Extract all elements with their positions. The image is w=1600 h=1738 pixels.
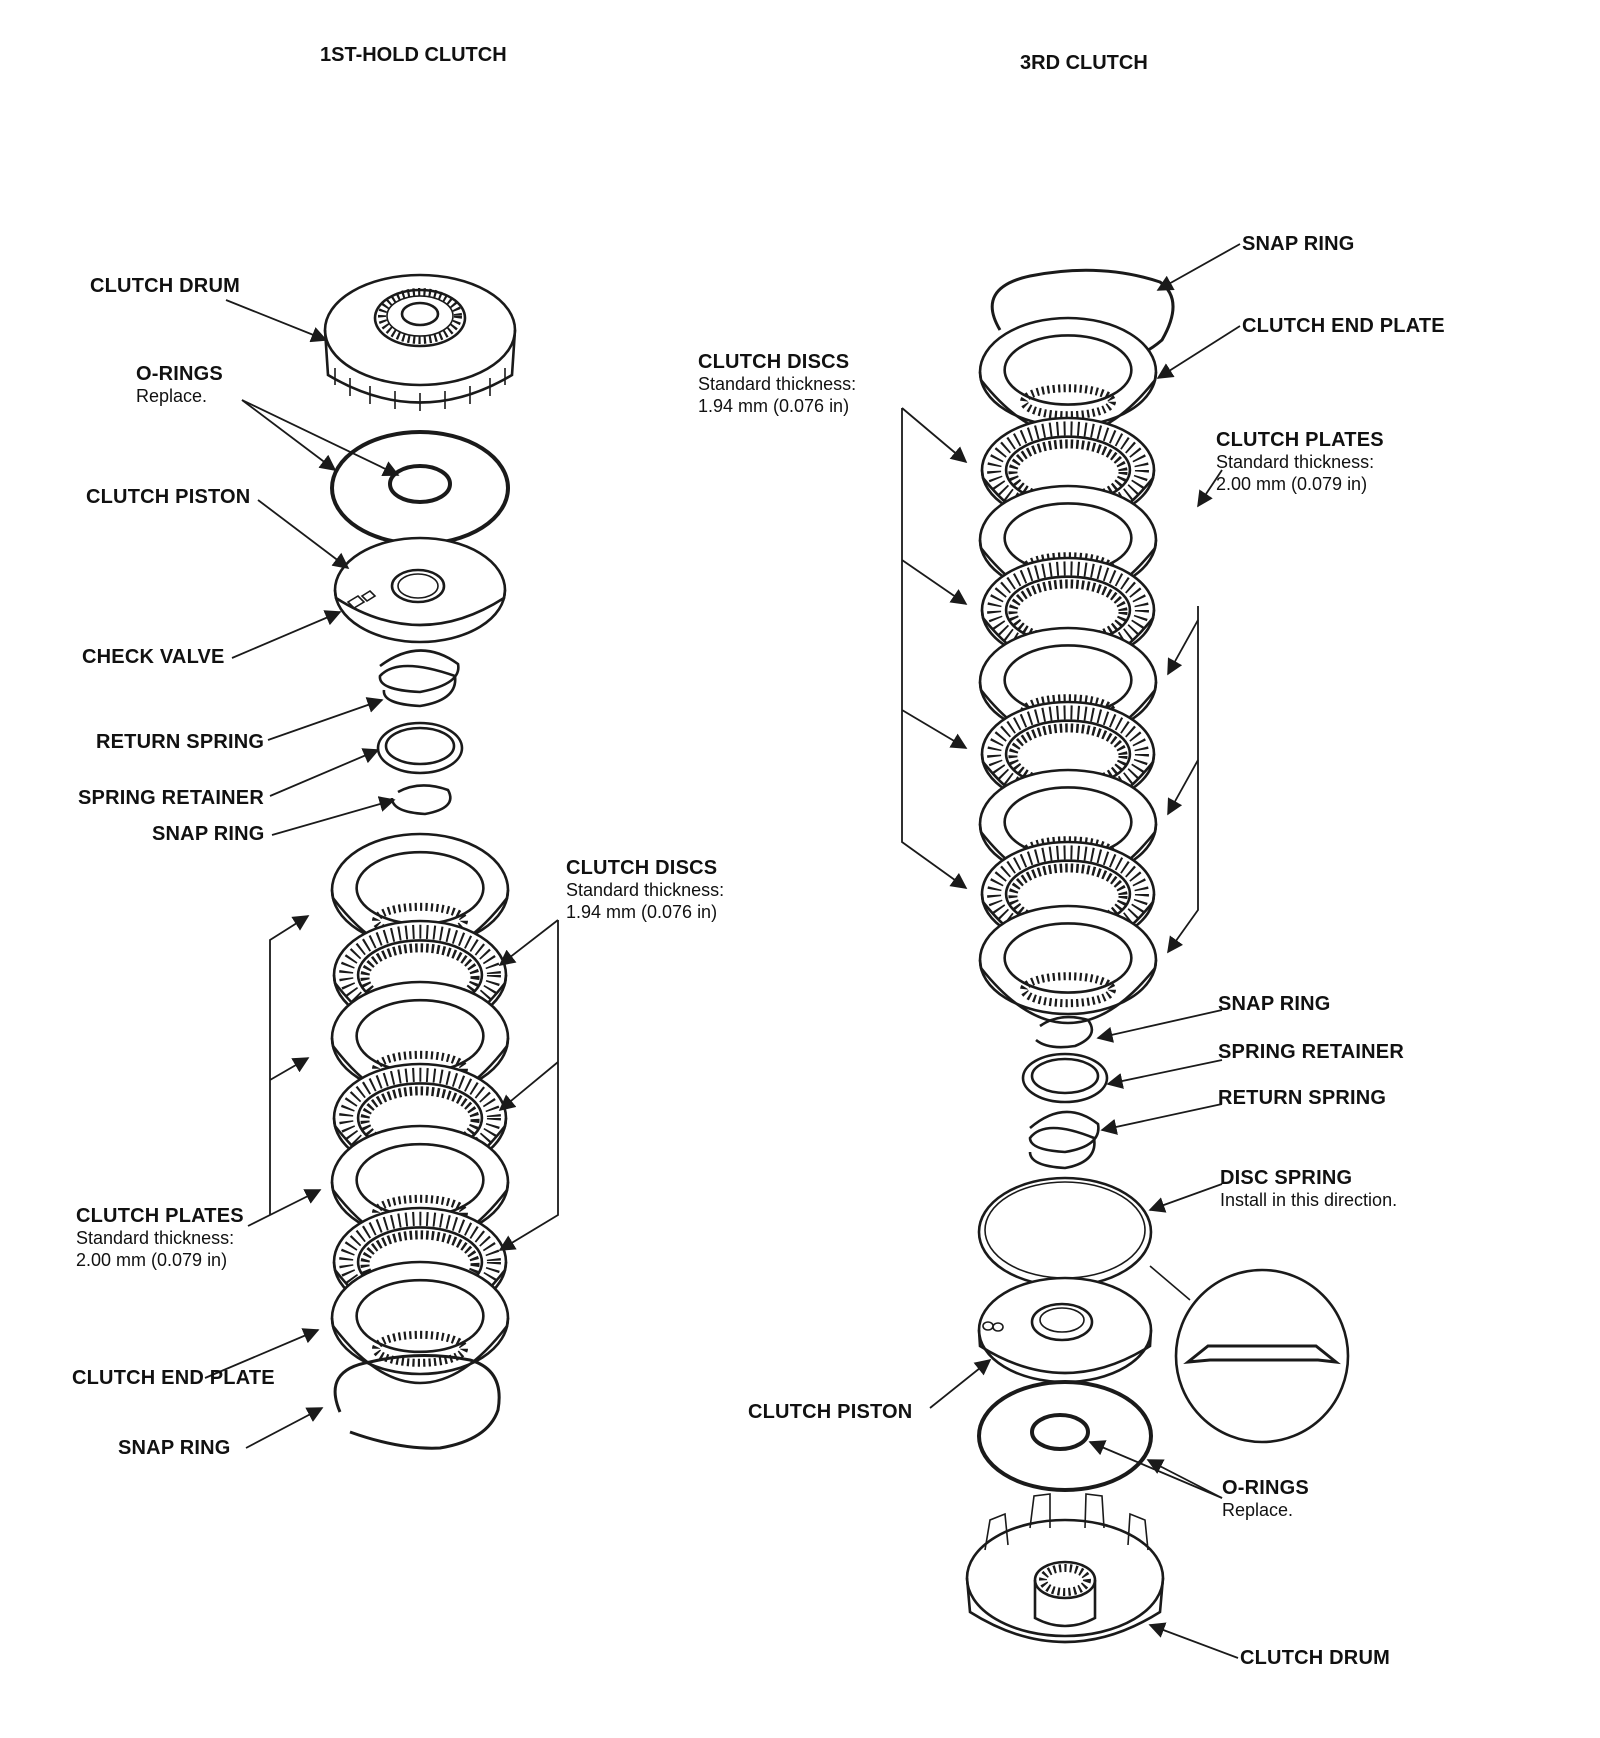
right-clutch-pack (978, 316, 1158, 1025)
left-snap-ring-lower (333, 1353, 501, 1450)
right-label-return-spring: RETURN SPRING (1218, 1087, 1387, 1109)
left-snap-ring-upper (390, 784, 452, 816)
right-clutch-plate (978, 904, 1158, 1025)
left-label-clutch-piston: CLUTCH PISTON (86, 486, 251, 508)
right-label-clutch-drum: CLUTCH DRUM (1240, 1647, 1390, 1669)
left-clutch-piston (333, 536, 507, 644)
left-clutch-pack (330, 832, 510, 1385)
left-label-return-spring: RETURN SPRING (96, 731, 265, 753)
left-label-clutch-end-plate: CLUTCH END PLATE (72, 1367, 275, 1389)
right-spring-retainer (1021, 1052, 1109, 1104)
right-disc-spring (977, 1176, 1153, 1288)
right-label-snap-ring-mid: SNAP RING (1218, 993, 1331, 1015)
right-snap-ring-mid (1035, 1015, 1094, 1049)
right-label-spring-retainer: SPRING RETAINER (1218, 1041, 1404, 1063)
right-clutch-piston (977, 1276, 1153, 1384)
left-spring-retainer (376, 721, 464, 775)
left-o-rings (330, 430, 510, 546)
right-clutch-drum (965, 1493, 1165, 1644)
left-return-spring (378, 649, 460, 708)
right-section-title: 3RD CLUTCH (1020, 52, 1148, 74)
left-label-snap-ring-upper: SNAP RING (152, 823, 265, 845)
disc-spring-detail-circle (1149, 1265, 1350, 1444)
left-label-clutch-drum: CLUTCH DRUM (90, 275, 240, 297)
right-leader-lines (901, 243, 1241, 1659)
right-label-clutch-piston: CLUTCH PISTON (748, 1401, 913, 1423)
right-label-snap-ring-top: SNAP RING (1242, 233, 1355, 255)
left-clutch-drum (323, 273, 517, 411)
left-label-check-valve: CHECK VALVE (82, 646, 225, 668)
left-clutch-end-plate (330, 1260, 510, 1385)
left-leader-lines (204, 299, 559, 1449)
left-label-snap-ring-lower: SNAP RING (118, 1437, 231, 1459)
left-section-title: 1ST-HOLD CLUTCH (320, 44, 507, 66)
right-o-rings (977, 1380, 1153, 1492)
right-return-spring (1028, 1110, 1100, 1170)
left-label-spring-retainer: SPRING RETAINER (78, 787, 264, 809)
right-label-clutch-end-plate: CLUTCH END PLATE (1242, 315, 1445, 337)
